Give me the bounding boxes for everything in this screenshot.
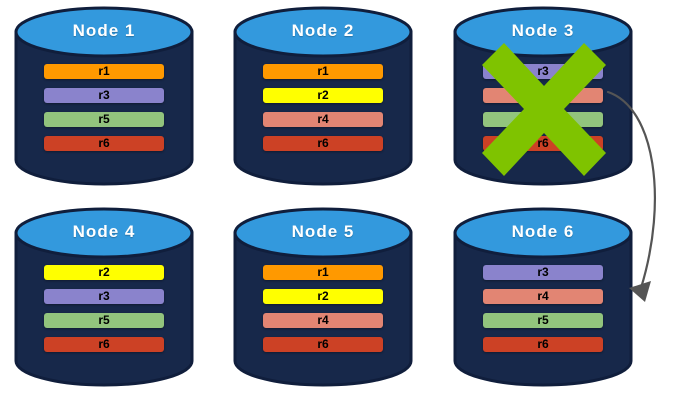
- record-label: r2: [317, 289, 329, 303]
- record-label: r5: [537, 112, 549, 126]
- record-row[interactable]: r6: [44, 337, 164, 352]
- record-label: r2: [317, 88, 329, 102]
- record-row[interactable]: r6: [263, 136, 383, 151]
- record-label: r3: [98, 88, 110, 102]
- record-row[interactable]: r1: [263, 265, 383, 280]
- record-list-6: r3 r4 r5 r6: [483, 265, 603, 361]
- record-row[interactable]: r6: [263, 337, 383, 352]
- record-row[interactable]: r3: [44, 289, 164, 304]
- record-label: r2: [98, 265, 110, 279]
- record-label: r4: [317, 313, 329, 327]
- record-label: r6: [98, 136, 110, 150]
- record-label: r5: [98, 112, 110, 126]
- node-cylinder-5[interactable]: Node 5 r1 r2 r4 r6: [232, 207, 414, 387]
- record-label: r6: [98, 337, 110, 351]
- record-row[interactable]: r1: [263, 64, 383, 79]
- record-row[interactable]: r3: [483, 64, 603, 79]
- record-label: r6: [537, 337, 549, 351]
- node-cylinder-1[interactable]: Node 1 r1 r3 r5 r6: [13, 6, 195, 186]
- record-label: r3: [537, 64, 549, 78]
- record-label: r4: [317, 112, 329, 126]
- record-row[interactable]: r2: [44, 265, 164, 280]
- record-row[interactable]: r5: [44, 313, 164, 328]
- node-cylinder-6[interactable]: Node 6 r3 r4 r5 r6: [452, 207, 634, 387]
- record-label: r1: [317, 265, 329, 279]
- record-label: r6: [537, 136, 549, 150]
- record-label: r3: [537, 265, 549, 279]
- record-label: r4: [537, 88, 549, 102]
- node-cylinder-3[interactable]: Node 3 r3 r4 r5 r6: [452, 6, 634, 186]
- record-list-4: r2 r3 r5 r6: [44, 265, 164, 361]
- record-row[interactable]: r6: [483, 337, 603, 352]
- record-list-5: r1 r2 r4 r6: [263, 265, 383, 361]
- record-row[interactable]: r2: [263, 289, 383, 304]
- record-label: r4: [537, 289, 549, 303]
- node-cylinder-4[interactable]: Node 4 r2 r3 r5 r6: [13, 207, 195, 387]
- record-label: r5: [98, 313, 110, 327]
- record-label: r1: [98, 64, 110, 78]
- record-row[interactable]: r2: [263, 88, 383, 103]
- record-label: r1: [317, 64, 329, 78]
- record-row[interactable]: r4: [263, 112, 383, 127]
- record-list-1: r1 r3 r5 r6: [44, 64, 164, 160]
- record-list-3: r3 r4 r5 r6: [483, 64, 603, 160]
- record-row[interactable]: r5: [483, 112, 603, 127]
- node-cylinder-2[interactable]: Node 2 r1 r2 r4 r6: [232, 6, 414, 186]
- record-label: r3: [98, 289, 110, 303]
- record-row[interactable]: r1: [44, 64, 164, 79]
- record-row[interactable]: r3: [44, 88, 164, 103]
- record-label: r5: [537, 313, 549, 327]
- record-row[interactable]: r4: [263, 313, 383, 328]
- record-list-2: r1 r2 r4 r6: [263, 64, 383, 160]
- record-label: r6: [317, 136, 329, 150]
- record-row[interactable]: r6: [44, 136, 164, 151]
- record-row[interactable]: r3: [483, 265, 603, 280]
- record-row[interactable]: r5: [483, 313, 603, 328]
- record-row[interactable]: r4: [483, 88, 603, 103]
- record-row[interactable]: r6: [483, 136, 603, 151]
- record-row[interactable]: r5: [44, 112, 164, 127]
- record-label: r6: [317, 337, 329, 351]
- record-row[interactable]: r4: [483, 289, 603, 304]
